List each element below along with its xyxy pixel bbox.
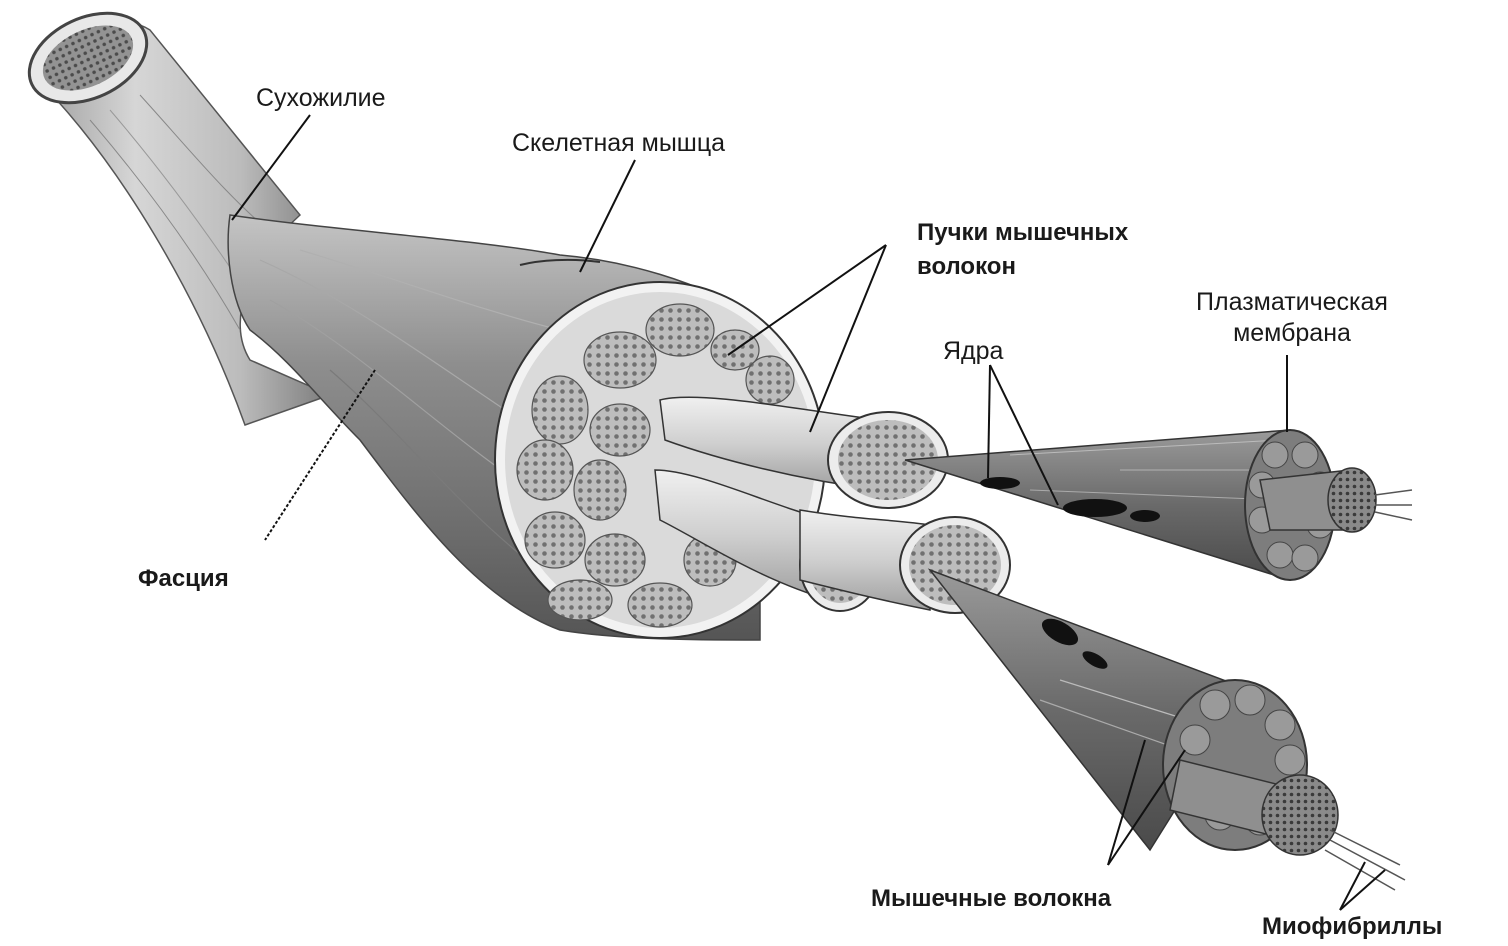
label-tendon: Сухожилие bbox=[256, 83, 386, 114]
label-plasma-membrane: Плазматическая мембрана bbox=[1170, 287, 1414, 350]
skeletal-muscle-leader bbox=[580, 160, 635, 272]
myofibrils-leader-2 bbox=[1340, 870, 1385, 910]
muscle-fiber-lower bbox=[930, 570, 1405, 890]
label-fascicles: Пучки мышечных волокон bbox=[917, 218, 1128, 282]
myofibrils-leader-1 bbox=[1340, 862, 1365, 910]
fascicles-leader-2 bbox=[810, 245, 886, 432]
nucleus-1 bbox=[980, 477, 1020, 489]
label-nuclei: Ядра bbox=[943, 336, 1003, 367]
tendon-shape bbox=[15, 0, 330, 425]
label-plasma-membrane-line2: мембрана bbox=[1170, 318, 1414, 349]
label-myofibrils: Миофибриллы bbox=[1262, 912, 1442, 942]
label-fascicles-line1: Пучки мышечных bbox=[917, 218, 1128, 248]
nucleus-2 bbox=[1063, 499, 1127, 517]
label-muscle-fibers: Мышечные волокна bbox=[871, 884, 1111, 914]
fascicles-leader-1 bbox=[728, 245, 886, 355]
label-fascicles-line2: волокон bbox=[917, 252, 1128, 282]
label-fascia: Фасция bbox=[138, 564, 229, 594]
label-skeletal-muscle: Скелетная мышца bbox=[512, 128, 725, 159]
label-plasma-membrane-line1: Плазматическая bbox=[1170, 287, 1414, 318]
